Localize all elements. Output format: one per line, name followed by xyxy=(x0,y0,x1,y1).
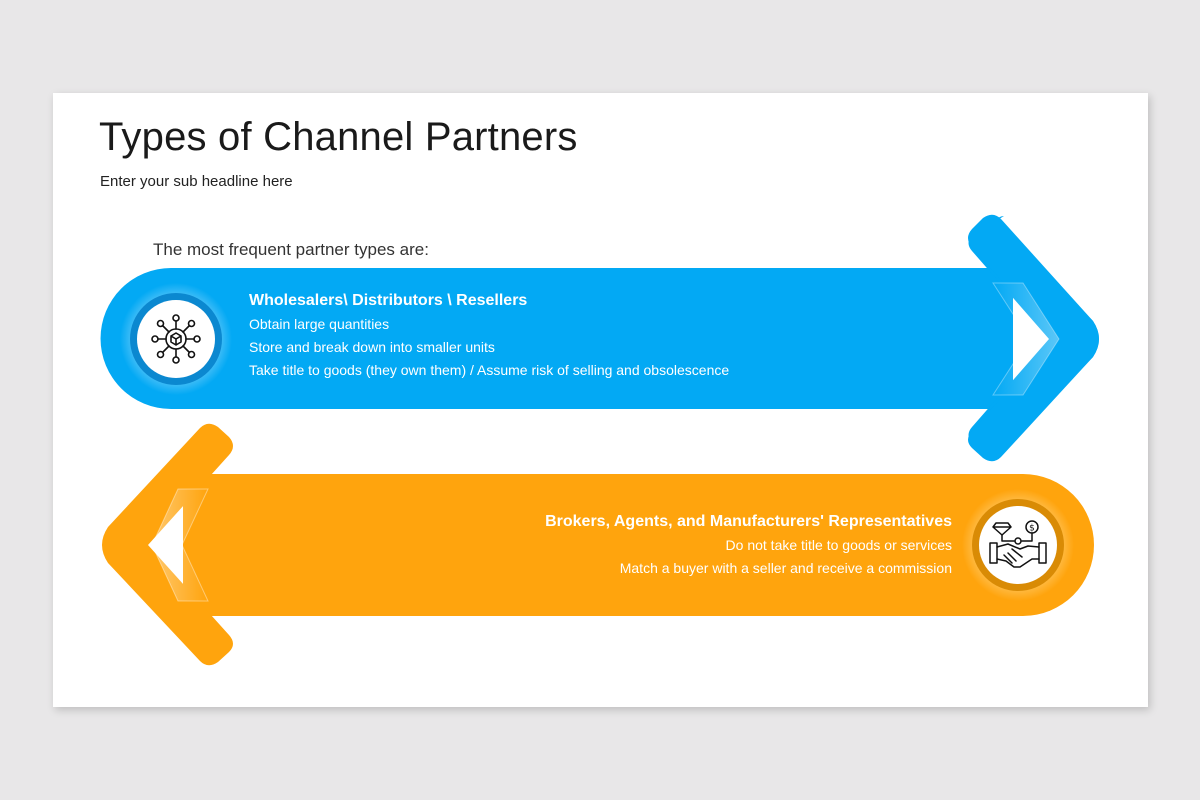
wholesalers-point: Obtain large quantities xyxy=(249,316,390,332)
intro-text: The most frequent partner types are: xyxy=(153,240,429,259)
wholesalers-heading: Wholesalers\ Distributors \ Resellers xyxy=(249,292,528,309)
wholesalers-point: Store and break down into smaller units xyxy=(249,339,495,355)
brokers-point: Do not take title to goods or services xyxy=(725,537,952,553)
blue-arrow xyxy=(100,214,1099,462)
brokers-heading: Brokers, Agents, and Manufacturers' Repr… xyxy=(545,513,952,530)
brokers-card: Brokers, Agents, and Manufacturers' Repr… xyxy=(545,513,952,583)
orange-arrow xyxy=(102,423,1094,666)
slide-title: Types of Channel Partners xyxy=(99,115,578,159)
slide-subtitle: Enter your sub headline here xyxy=(100,173,293,190)
wholesalers-card: Wholesalers\ Distributors \ Resellers Ob… xyxy=(249,292,729,385)
brokers-point: Match a buyer with a seller and receive … xyxy=(619,560,952,576)
network-box-icon xyxy=(151,314,201,364)
wholesalers-point: Take title to goods (they own them) / As… xyxy=(249,362,730,378)
svg-text:$: $ xyxy=(1029,524,1035,534)
slide: Types of Channel Partners Enter your sub… xyxy=(53,93,1148,707)
arrow-shapes: $ xyxy=(100,214,1099,666)
handshake-deal-icon: $ xyxy=(989,520,1047,568)
